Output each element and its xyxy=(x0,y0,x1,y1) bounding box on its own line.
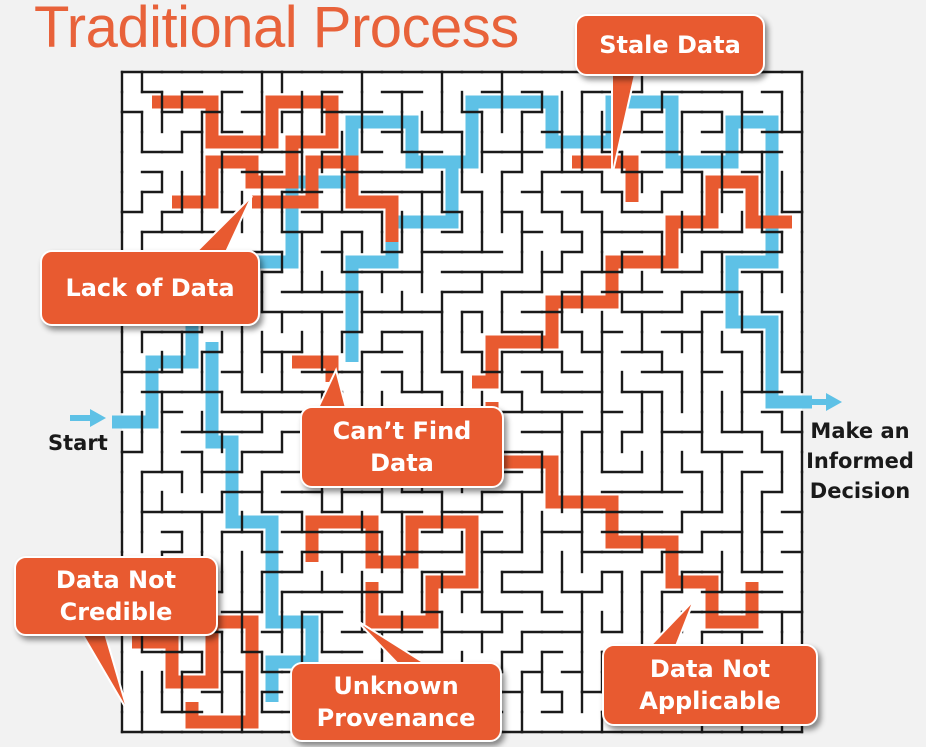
diagram-title: Traditional Process xyxy=(34,0,519,60)
start-label: Start xyxy=(48,431,108,455)
callout-cant-find-data: Can’t Find Data xyxy=(300,406,504,488)
exit-arrow xyxy=(806,393,842,411)
orange-dead-end-stale xyxy=(572,155,639,202)
callout-data-not-credible: Data Not Credible xyxy=(14,556,218,636)
callout-stale-data: Stale Data xyxy=(575,14,765,76)
callout-data-not-applicable: Data Not Applicable xyxy=(602,644,818,726)
orange-dead-end-lack xyxy=(252,155,399,242)
flow-arrows xyxy=(70,393,842,427)
orange-dead-end-top-left xyxy=(152,95,339,209)
callout-unknown-provenance: Unknown Provenance xyxy=(290,662,502,742)
start-arrow xyxy=(70,409,106,427)
callout-lack-of-data: Lack of Data xyxy=(40,250,260,326)
orange-dead-end-right xyxy=(472,175,792,389)
orange-dead-end-cantfind xyxy=(292,355,339,382)
end-label: Make an Informed Decision xyxy=(806,419,914,503)
maze-walls xyxy=(120,70,804,734)
